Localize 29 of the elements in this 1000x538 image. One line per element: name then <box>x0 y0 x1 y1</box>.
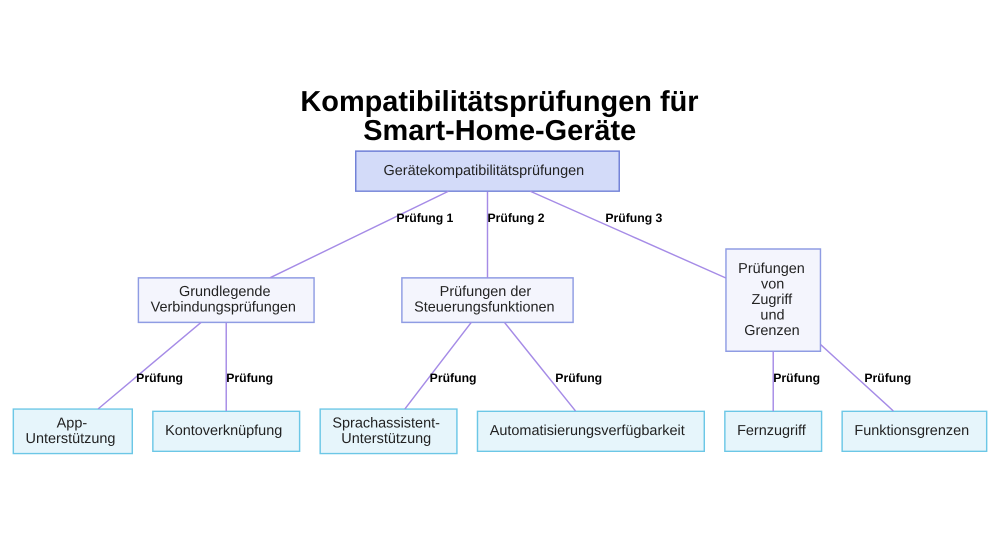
node-box: Sprachassistent-Unterstützung <box>319 408 458 454</box>
edge-label: Prüfung 3 <box>605 211 662 226</box>
edge-label: Prüfung <box>136 371 184 386</box>
node-box: Grundlegende Verbindungsprüfungen <box>138 277 315 324</box>
connector <box>772 351 774 412</box>
edge-label: Prüfung <box>773 371 820 386</box>
edge-label: Prüfung <box>226 371 274 386</box>
connector <box>486 192 488 278</box>
edge-label: Prüfung 1 <box>396 211 454 226</box>
connector <box>270 190 449 278</box>
edge-label: Prüfung <box>555 371 602 386</box>
edge-label: Prüfung <box>864 371 912 386</box>
node-box: Fernzugriff <box>724 410 822 452</box>
node-box: Prüfungen von Zugriff und Grenzen <box>725 248 822 352</box>
node-box: Gerätekompatibilitätsprüfungen <box>355 150 620 192</box>
diagram-title: Kompatibilitätsprüfungen für Smart-Home-Geräte <box>300 86 698 147</box>
connector <box>504 322 576 412</box>
node-box: App-Unterstützung <box>12 408 133 454</box>
connector <box>530 190 726 279</box>
connector <box>226 322 227 411</box>
connector <box>404 322 472 410</box>
node-box: Funktionsgrenzen <box>841 410 988 452</box>
connector <box>820 344 894 412</box>
node-box: Prüfungen der Steuerungsfunktionen <box>401 277 574 324</box>
edge-label: Prüfung 2 <box>487 211 545 226</box>
connector <box>98 322 202 410</box>
edge-label: Prüfung <box>430 371 477 386</box>
node-box: Automatisierungsverfügbarkeit <box>476 410 705 452</box>
node-box: Kontoverknüpfung <box>152 410 300 452</box>
